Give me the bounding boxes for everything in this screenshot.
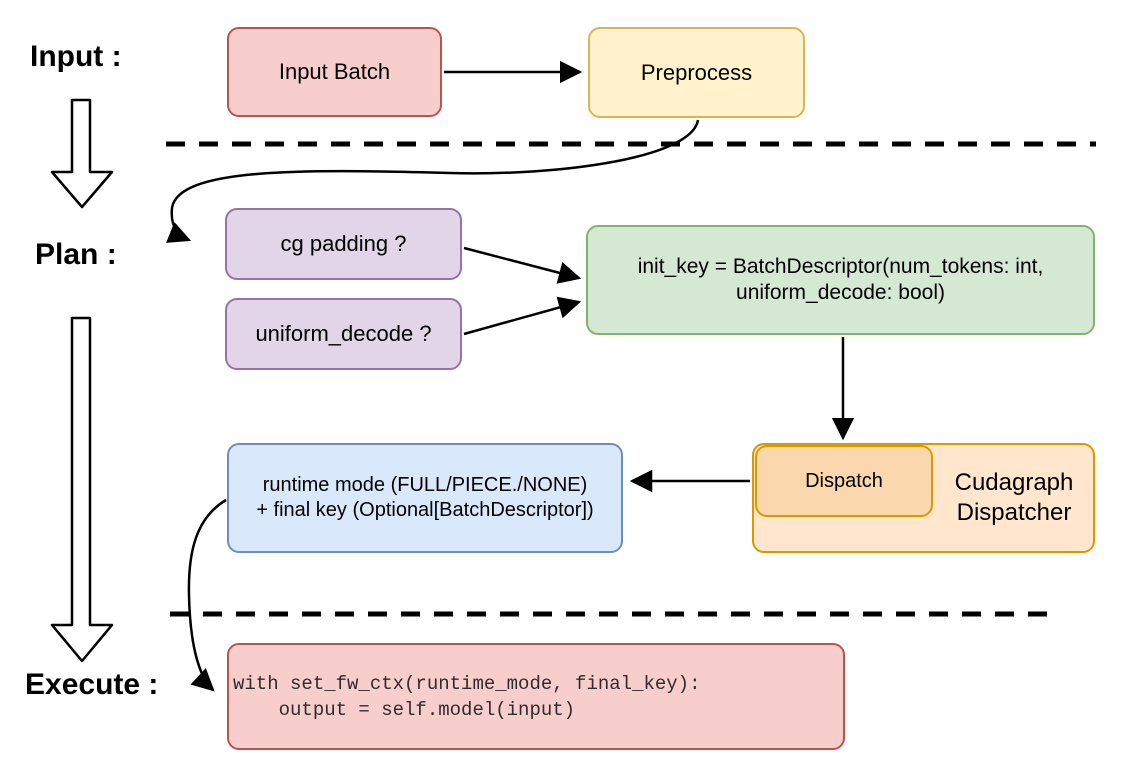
arrow-cgpadding-to-initkey: [463, 246, 582, 284]
node-dispatch-label: Dispatch: [805, 469, 883, 492]
node-input-batch-label: Input Batch: [278, 59, 391, 85]
cudagraph-label-line1: Cudagraph: [954, 469, 1074, 496]
node-preprocess: Preprocess: [588, 27, 805, 118]
execute-code-line1: with set_fw_ctx(runtime_mode, final_key)…: [233, 672, 701, 695]
node-init-key-line1: init_key = BatchDescriptor(num_tokens: i…: [637, 254, 1044, 278]
node-runtime-mode-line1: runtime mode (FULL/PIECE./NONE): [262, 474, 588, 496]
stage-label-execute: Execute :: [25, 668, 159, 701]
stage-arrow-plan-to-execute: [50, 316, 114, 663]
node-init-key-line2: uniform_decode: bool): [736, 281, 945, 304]
node-execute-code: with set_fw_ctx(runtime_mode, final_key)…: [227, 643, 845, 750]
node-dispatch: Dispatch: [755, 445, 933, 517]
node-init-key: init_key = BatchDescriptor(num_tokens: i…: [586, 225, 1095, 335]
node-cg-padding: cg padding ?: [225, 208, 462, 280]
node-uniform-decode-label: uniform_decode ?: [255, 321, 432, 347]
stage-label-plan: Plan :: [35, 238, 117, 271]
stage-label-input: Input :: [30, 40, 122, 73]
arrow-uniformdecode-to-initkey: [463, 296, 582, 336]
cudagraph-label-line2: Dispatcher: [956, 499, 1072, 526]
node-cg-padding-label: cg padding ?: [280, 231, 407, 257]
node-cudagraph-dispatcher-label: Cudagraph Dispatcher: [933, 443, 1095, 553]
node-uniform-decode: uniform_decode ?: [225, 298, 462, 370]
node-runtime-mode: runtime mode (FULL/PIECE./NONE) + final …: [227, 443, 623, 553]
arrow-runtimemode-to-execute: [187, 498, 227, 692]
node-runtime-mode-line2: + final key (Optional[BatchDescriptor]): [256, 499, 594, 521]
node-preprocess-label: Preprocess: [640, 59, 753, 85]
node-input-batch: Input Batch: [227, 27, 442, 117]
execute-code-line2: output = self.model(input): [233, 698, 576, 721]
stage-arrow-input-to-plan: [50, 98, 114, 209]
